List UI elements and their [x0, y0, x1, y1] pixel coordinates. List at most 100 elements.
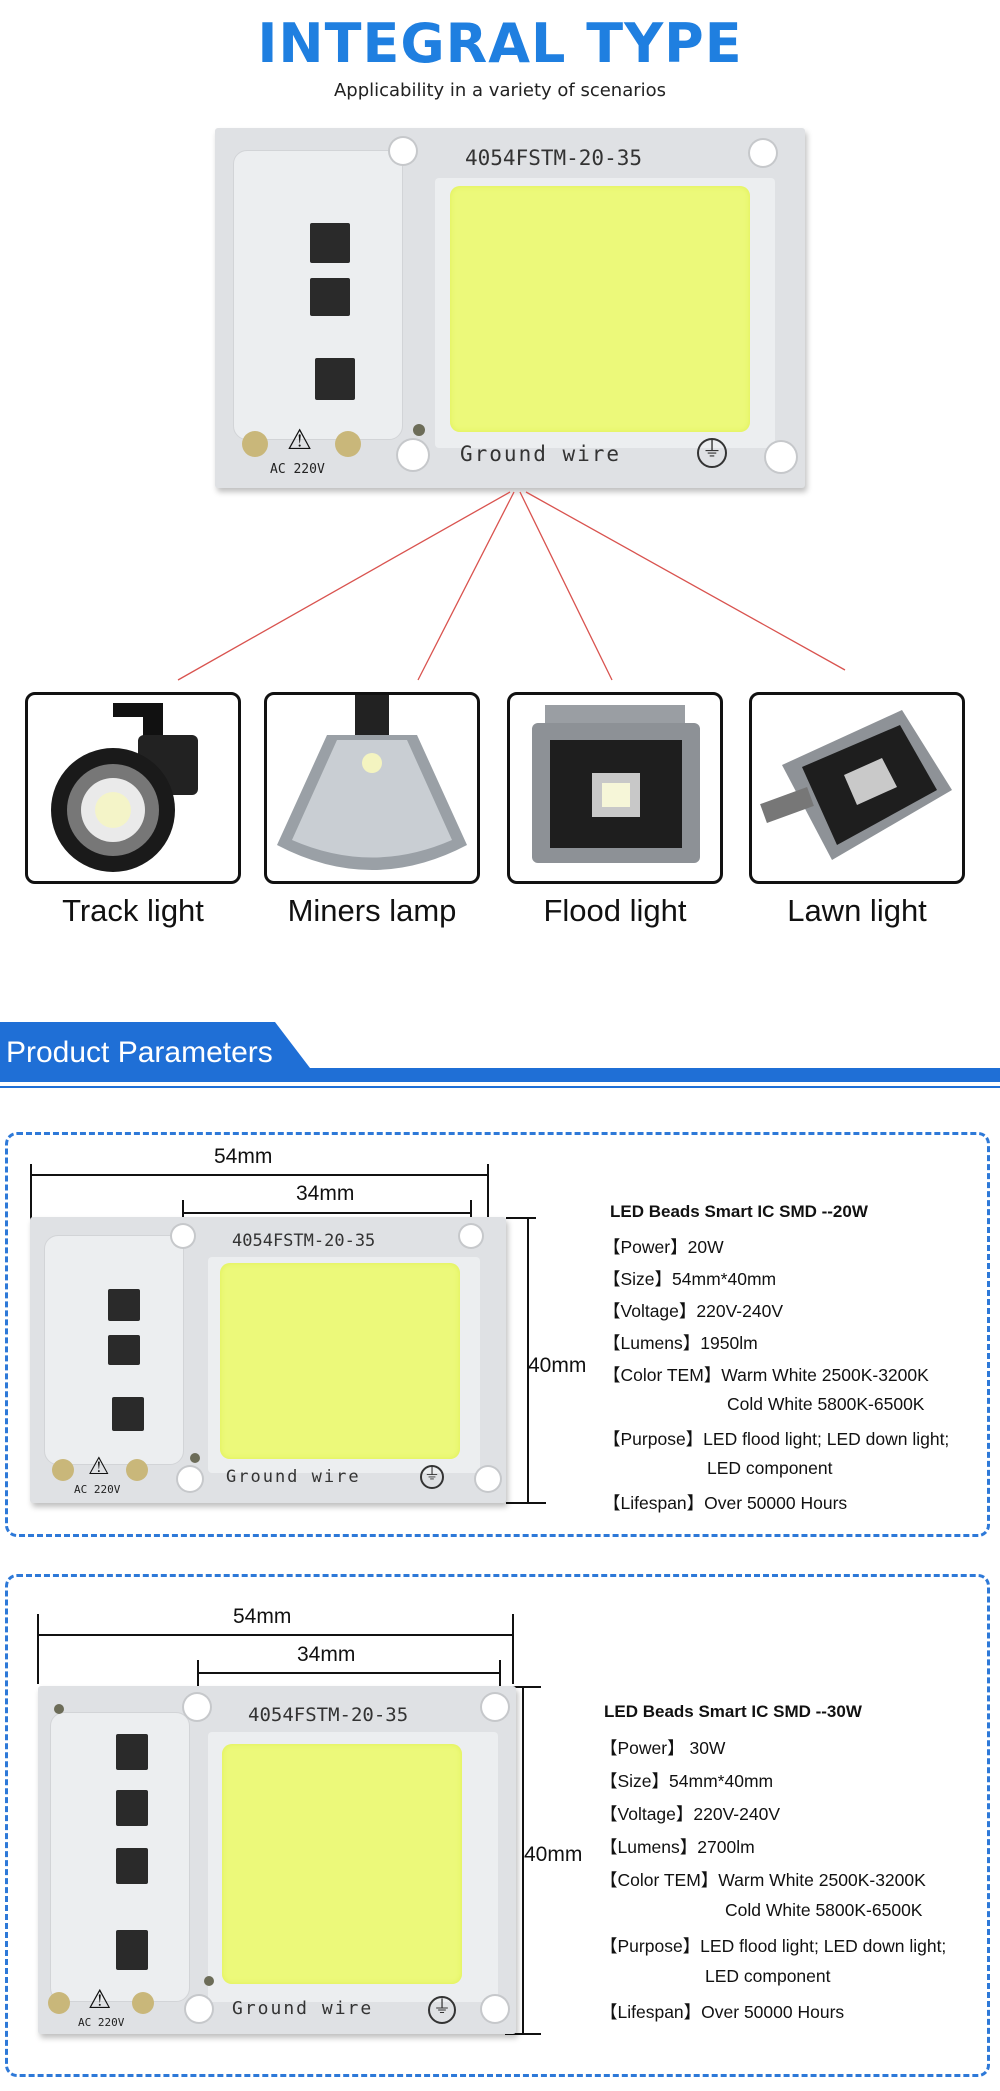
- app-label: Track light: [62, 893, 204, 928]
- miners-lamp-icon: [277, 695, 467, 870]
- spec-purpose: 【Purpose】LED flood light; LED down light…: [600, 1936, 947, 1956]
- spec-lifespan: 【Lifespan】Over 50000 Hours: [603, 1493, 848, 1513]
- led-panel: [220, 1263, 460, 1459]
- ground-wire-label: Ground wire: [460, 442, 622, 466]
- led-panel: [450, 186, 750, 432]
- spec-purpose-2: LED component: [707, 1458, 833, 1478]
- app-label: Flood light: [543, 893, 687, 928]
- mount-hole: [482, 1694, 508, 1720]
- solder-pad: [48, 1992, 70, 2014]
- ic-chip: [116, 1790, 148, 1826]
- height-label: 40mm: [528, 1354, 587, 1377]
- app-label: Lawn light: [787, 893, 927, 928]
- section-banner: [0, 1022, 1000, 1088]
- solder-pad: [52, 1459, 74, 1481]
- dimension-line: [527, 1217, 529, 1503]
- spec-power: 【Power】20W: [603, 1237, 724, 1257]
- product-card-30w: [5, 1574, 990, 2077]
- ic-chip: [310, 278, 350, 316]
- spec-voltage: 【Voltage】220V-240V: [603, 1301, 783, 1321]
- ic-chip: [310, 223, 350, 263]
- spec-lumens: 【Lumens】1950lm: [603, 1333, 758, 1353]
- width-label: 54mm: [233, 1605, 292, 1628]
- spec-color-tem-2: Cold White 5800K-6500K: [727, 1394, 925, 1414]
- product-name: LED Beads Smart IC SMD --20W: [610, 1202, 868, 1221]
- spec-lumens: 【Lumens】2700lm: [600, 1837, 755, 1857]
- model-number: 4054FSTM-20-35: [232, 1231, 376, 1251]
- model-number: 4054FSTM-20-35: [248, 1704, 409, 1726]
- height-label: 40mm: [524, 1843, 583, 1866]
- ic-chip: [116, 1848, 148, 1884]
- flood-light-card: [507, 692, 723, 884]
- dimension-tick: [182, 1200, 184, 1224]
- lawn-light-icon: [760, 710, 952, 860]
- inner-width-label: 34mm: [296, 1182, 355, 1205]
- spec-voltage: 【Voltage】220V-240V: [600, 1804, 780, 1824]
- mount-hole: [172, 1225, 194, 1247]
- dimension-tick: [499, 1660, 501, 1700]
- inner-width-label: 34mm: [297, 1643, 356, 1666]
- solder-pad: [126, 1459, 148, 1481]
- spec-color-tem: 【Color TEM】Warm White 2500K-3200K: [600, 1870, 926, 1890]
- spec-color-tem: 【Color TEM】Warm White 2500K-3200K: [603, 1365, 929, 1385]
- screw-dot: [413, 424, 425, 436]
- dimension-tick: [506, 1217, 536, 1219]
- ground-icon: ⏚: [428, 1996, 456, 2024]
- dimension-line: [38, 1634, 513, 1636]
- dimension-tick: [30, 1164, 32, 1224]
- dimension-line: [183, 1212, 471, 1214]
- warning-icon: ⚠: [88, 1984, 112, 2014]
- mount-hole: [750, 140, 776, 166]
- ground-icon: ⏚: [420, 1465, 444, 1489]
- ic-chip: [116, 1734, 148, 1770]
- ic-chip: [108, 1289, 140, 1321]
- mount-hole: [398, 440, 428, 470]
- solder-pad: [242, 431, 268, 457]
- track-light-card: [25, 692, 241, 884]
- ac-voltage-label: AC 220V: [74, 1483, 121, 1496]
- dimension-tick: [197, 1660, 199, 1700]
- mount-hole: [184, 1694, 210, 1720]
- width-label: 54mm: [214, 1145, 273, 1168]
- mount-hole: [476, 1467, 500, 1491]
- ic-chip: [315, 358, 355, 400]
- spec-size: 【Size】54mm*40mm: [603, 1269, 777, 1289]
- mount-hole: [178, 1467, 202, 1491]
- dimension-line: [198, 1672, 500, 1674]
- screw-dot: [204, 1976, 214, 1986]
- solder-pad: [132, 1992, 154, 2014]
- model-number: 4054FSTM-20-35: [465, 146, 643, 170]
- product-name: LED Beads Smart IC SMD --30W: [604, 1702, 862, 1721]
- dimension-tick: [37, 1614, 39, 1684]
- spec-color-tem-2: Cold White 5800K-6500K: [725, 1900, 923, 1920]
- led-module-image-30w: 4054FSTM-20-35 Ground wire ⏚ ⚠ AC 220V: [38, 1686, 516, 2034]
- dimension-tick: [470, 1200, 472, 1224]
- screw-dot: [190, 1453, 200, 1463]
- solder-pad: [335, 431, 361, 457]
- app-label: Miners lamp: [287, 893, 457, 928]
- led-panel: [222, 1744, 462, 1984]
- ac-voltage-label: AC 220V: [78, 2016, 125, 2029]
- ic-chip: [112, 1397, 144, 1431]
- dimension-tick: [487, 1164, 489, 1224]
- mount-hole: [390, 138, 416, 164]
- ground-wire-label: Ground wire: [232, 1998, 374, 2019]
- mount-hole: [766, 442, 796, 472]
- dimension-line: [522, 1686, 524, 2034]
- spec-lifespan: 【Lifespan】Over 50000 Hours: [600, 2002, 845, 2022]
- dimension-tick: [505, 2033, 541, 2035]
- spec-purpose-2: LED component: [705, 1966, 831, 1986]
- product-card-20w: [5, 1132, 990, 1537]
- spec-power: 【Power】 30W: [600, 1738, 726, 1758]
- section-title: Product Parameters: [6, 1036, 273, 1069]
- ac-voltage-label: AC 220V: [270, 462, 325, 477]
- spec-size: 【Size】54mm*40mm: [600, 1771, 774, 1791]
- ground-icon: ⏚: [697, 438, 727, 468]
- screw-dot: [54, 1704, 64, 1714]
- mount-hole: [186, 1996, 212, 2022]
- warning-icon: ⚠: [287, 424, 313, 455]
- dimension-tick: [512, 1614, 514, 1684]
- led-module-image-20w: 4054FSTM-20-35 Ground wire ⏚ ⚠ AC 220V: [30, 1217, 506, 1503]
- page-subtitle: Applicability in a variety of scenarios: [333, 80, 667, 101]
- ic-chip: [108, 1335, 140, 1365]
